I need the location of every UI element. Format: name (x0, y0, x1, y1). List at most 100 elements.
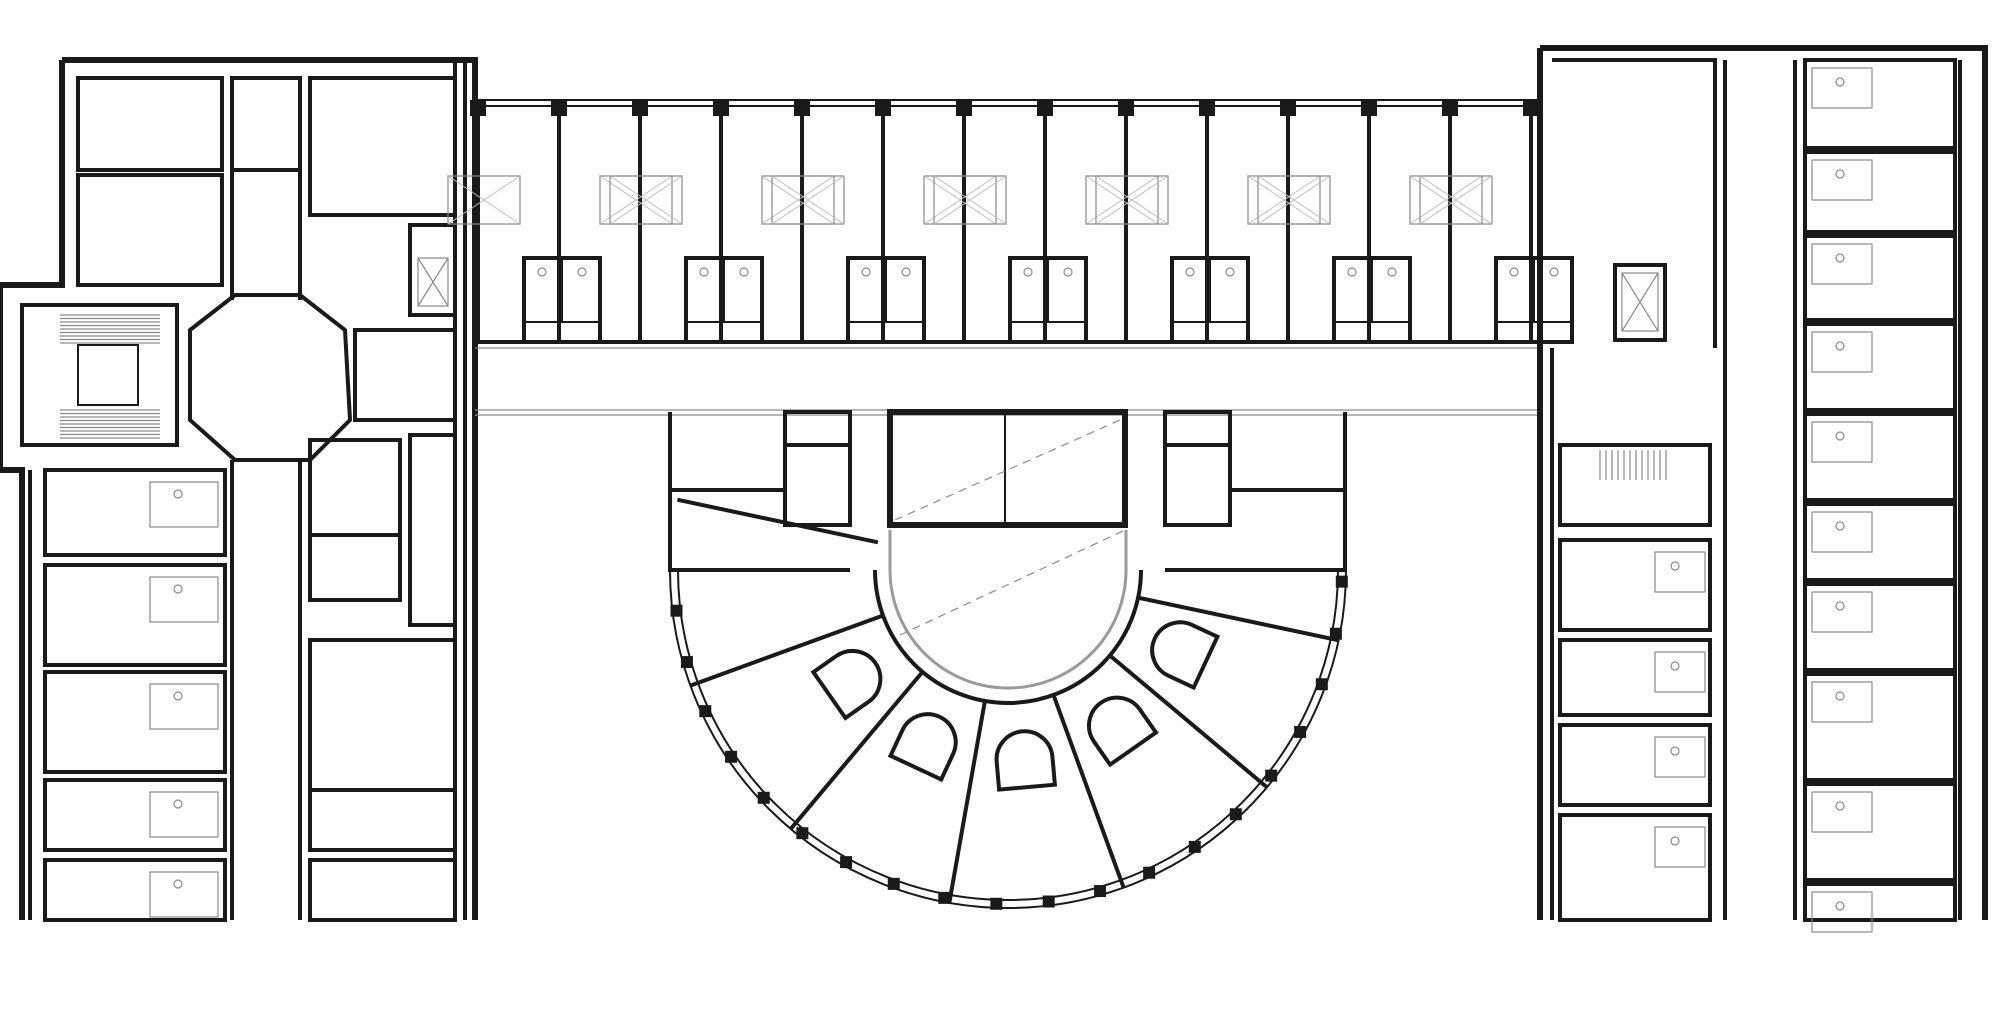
rotunda-radial-wall (789, 670, 925, 831)
toilet-icon (1509, 267, 1519, 277)
toilet-icon (1670, 661, 1680, 671)
east-wing-outer-wall (1537, 45, 1988, 920)
north-facade-pier (551, 100, 567, 116)
toilet-icon (1670, 561, 1680, 571)
toilet-icon (173, 691, 183, 701)
bed-icon-diagonal (923, 175, 997, 225)
bed-icon (1419, 175, 1493, 225)
west-guest-room (43, 563, 227, 667)
east-guest-room (1558, 723, 1712, 807)
bed-icon-diagonal (1085, 175, 1159, 225)
west-top-rooms (76, 76, 457, 287)
toilet-icon (1835, 341, 1845, 351)
bed-icon-diagonal (447, 175, 521, 225)
bed-icon-diagonal (1257, 175, 1331, 225)
west-guest-room (43, 858, 227, 922)
east-guest-room (1803, 58, 1957, 150)
bed-icon-diagonal (771, 175, 845, 225)
bed-icon-diagonal (761, 175, 835, 225)
bed-icon (1095, 175, 1169, 225)
bed-icon-diagonal (609, 175, 683, 225)
rotunda-facade-pier (887, 877, 900, 890)
west-corridor-spine (230, 170, 302, 920)
toilet-icon (1670, 836, 1680, 846)
east-bathroom (1811, 331, 1873, 373)
toilet-icon (173, 584, 183, 594)
rotunda-facade-pier (938, 891, 951, 904)
bed-icon-diagonal (1419, 175, 1493, 225)
east-bathroom (1811, 791, 1873, 833)
east-bathroom (1811, 67, 1873, 109)
bed-icon (609, 175, 683, 225)
rotunda-facade-pier (680, 656, 693, 669)
bed-icon-diagonal (1409, 175, 1483, 225)
bed-icon (447, 175, 521, 225)
west-stair-enclosure (20, 303, 179, 447)
rotunda-radial-wall (1137, 595, 1340, 643)
rotunda-radial-wall (947, 700, 987, 904)
east-guest-room (1803, 234, 1957, 322)
north-facade-pier (1037, 100, 1053, 116)
west-link-room (353, 328, 457, 422)
toilet-icon (1670, 746, 1680, 756)
toilet-icon (1835, 77, 1845, 87)
rotunda-bathroom-pod (994, 729, 1058, 792)
toilet-icon (1835, 521, 1845, 531)
toilet-icon (1549, 267, 1559, 277)
north-facade-pier (1118, 100, 1134, 116)
rotunda-facade-pier (1143, 866, 1156, 879)
toilet-icon (1023, 267, 1033, 277)
toilet-icon (1835, 801, 1845, 811)
east-guest-room (1558, 638, 1712, 717)
east-guest-room (1803, 412, 1957, 502)
rotunda-facade-pier (1315, 678, 1328, 691)
east-guest-room (1803, 672, 1957, 782)
bed-icon (933, 175, 1007, 225)
west-bathroom (149, 683, 219, 730)
rotunda-radial-wall (689, 613, 884, 688)
toilet-icon (1347, 267, 1357, 277)
rotunda-facade-pier (1329, 627, 1342, 640)
west-bathroom (149, 871, 219, 918)
courtyard-dash-1 (894, 419, 1121, 521)
toilet-icon (577, 267, 587, 277)
west-elevator (408, 223, 457, 317)
rotunda-bathroom-pod (887, 712, 958, 783)
rotunda-bathroom-pod (1150, 620, 1221, 691)
bed-icon-diagonal (1247, 175, 1321, 225)
rotunda-facade-pier (1188, 840, 1201, 853)
toilet-icon (1835, 431, 1845, 441)
toilet-icon (1225, 267, 1235, 277)
rotunda-courtyard (888, 530, 1128, 690)
north-facade-pier (1361, 100, 1377, 116)
rotunda-left-block (668, 410, 852, 572)
north-facade-pier (632, 100, 648, 116)
east-bathroom (1811, 891, 1873, 933)
north-facade-pier (713, 100, 729, 116)
west-right-rooms (308, 433, 457, 922)
toilet-icon (861, 267, 871, 277)
east-elevator (1613, 263, 1667, 342)
east-bathroom (1811, 243, 1873, 285)
rotunda-facade-pier (796, 827, 809, 840)
toilet-icon (699, 267, 709, 277)
north-facade-pier (956, 100, 972, 116)
west-wing-left-facade (20, 470, 32, 920)
rotunda-right-block (1163, 410, 1347, 572)
rotunda-facade-pier (1229, 808, 1242, 821)
rotunda-radial-wall (1051, 694, 1126, 889)
west-bathroom (149, 791, 219, 838)
east-bathroom (1654, 551, 1706, 593)
west-rotunda (188, 293, 353, 462)
toilet-icon (901, 267, 911, 277)
west-guest-room (43, 468, 227, 557)
toilet-icon (1835, 901, 1845, 911)
east-staircase (1558, 443, 1712, 527)
toilet-icon (173, 799, 183, 809)
rotunda-facade-pier (1265, 769, 1278, 782)
toilet-icon (1835, 253, 1845, 263)
toilet-icon (1185, 267, 1195, 277)
bed-icon (1257, 175, 1331, 225)
bed-icon-diagonal (1095, 175, 1169, 225)
